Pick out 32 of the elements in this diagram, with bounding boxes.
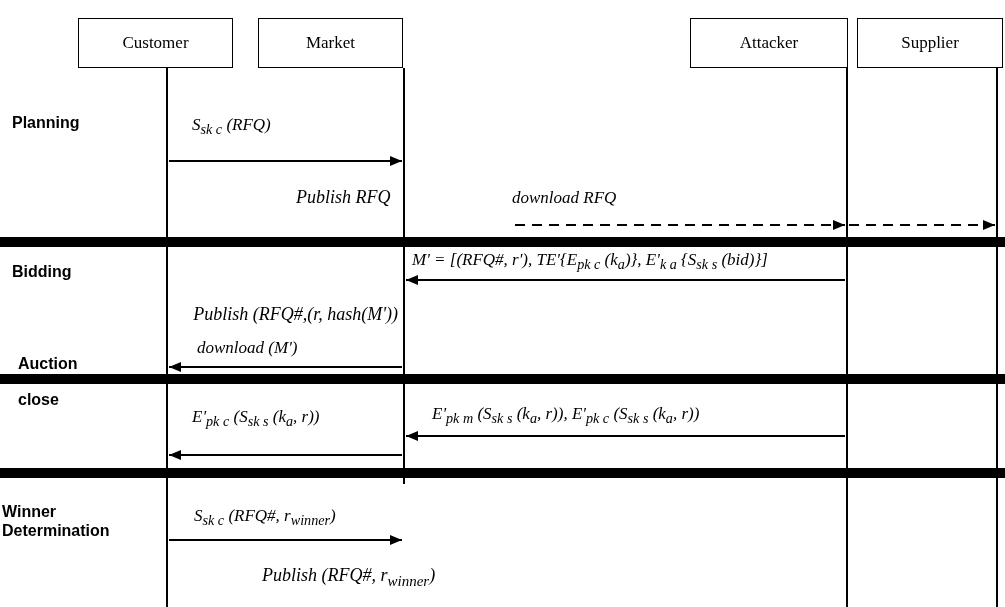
message-arrow bbox=[168, 450, 403, 460]
message-text: Publish (RFQ#, r$_{winner}$) bbox=[262, 565, 436, 590]
participant-box bbox=[78, 18, 233, 68]
edge-label: E'$_{pk c}$ (S$_{sk s}$ (k$_{a}$, r)) bbox=[190, 407, 322, 431]
participant-name: Market bbox=[305, 33, 356, 53]
message-arrow bbox=[514, 220, 846, 230]
lifeline bbox=[166, 68, 168, 607]
phase-label: Planning bbox=[12, 113, 80, 133]
message-arrow bbox=[168, 535, 403, 545]
edge-label: E'$_{pk m}$ (S$_{sk s}$ (k$_{a}$, r)), E'$_{pk c}$ (S$_{sk s}$ (k$_{a}$, r)) bbox=[430, 404, 702, 428]
lifeline bbox=[846, 68, 848, 607]
participant-name: Supplier bbox=[901, 33, 959, 53]
message-arrow bbox=[848, 220, 996, 230]
message-arrow bbox=[405, 275, 846, 285]
lifeline bbox=[996, 68, 998, 607]
lifeline bbox=[403, 68, 405, 484]
message-text: Publish RFQ bbox=[296, 187, 391, 209]
message-arrow bbox=[168, 156, 403, 166]
participant-box bbox=[690, 18, 848, 68]
edge-label: M' = [(RFQ#, r'), TE'{E$_{pk c}$ (k$_{a}$)}, E'$_{k a}$ {S$_{sk s}$ (bid)}] bbox=[410, 250, 770, 274]
message-arrow bbox=[168, 362, 403, 372]
edge-label: download RFQ bbox=[510, 188, 619, 209]
message-text: Publish (RFQ#,(r, hash(M')) bbox=[193, 304, 398, 326]
participant-name: Attacker bbox=[739, 33, 799, 53]
message-arrow bbox=[405, 431, 846, 441]
participant-box bbox=[857, 18, 1003, 68]
participant-box bbox=[258, 18, 403, 68]
phase-label: Auction close bbox=[18, 354, 79, 410]
phase-label: Bidding bbox=[12, 262, 72, 282]
edge-label: download (M') bbox=[195, 338, 300, 359]
phase-label: Winner Determination bbox=[2, 502, 111, 541]
participant-name: Customer bbox=[122, 33, 189, 53]
